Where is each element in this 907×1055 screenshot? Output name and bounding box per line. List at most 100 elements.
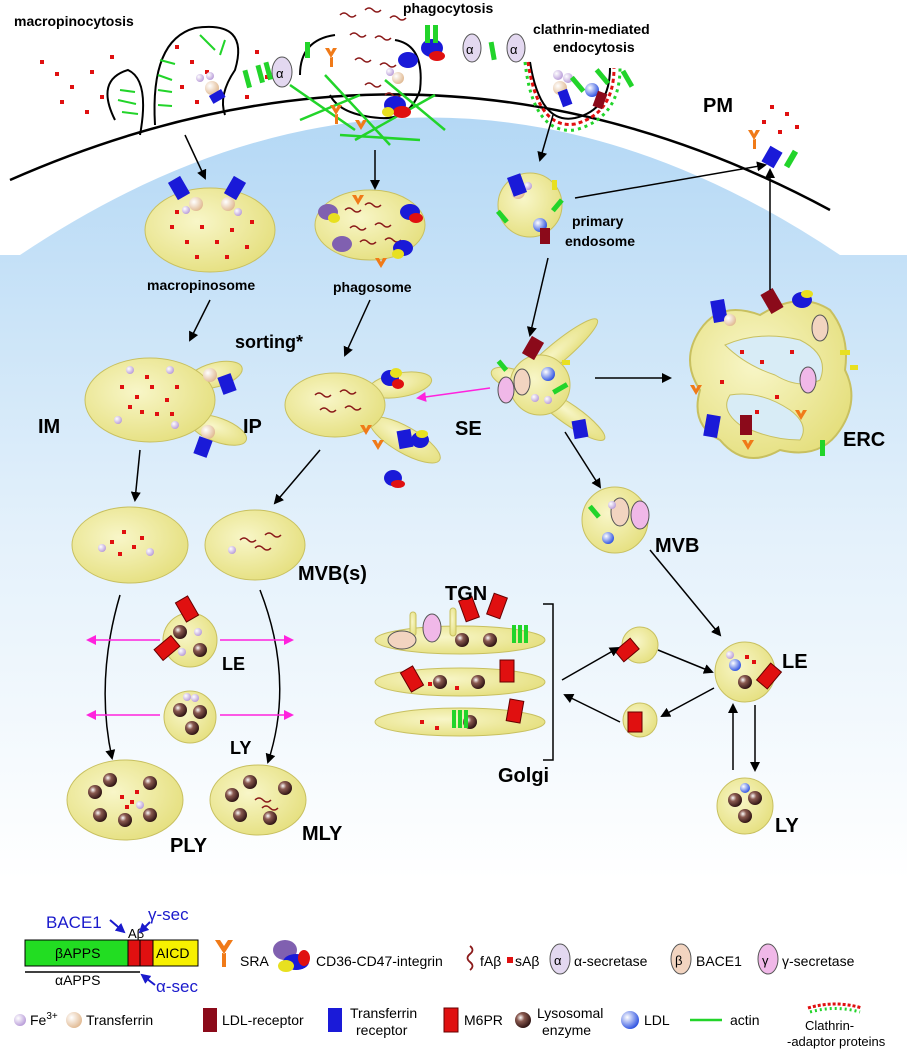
legend-cd36: CD36-CD47-integrin [316,953,443,969]
legend-tfr-2: receptor [356,1022,408,1038]
label-im: IM [38,416,60,438]
label-macropinosome: macropinosome [147,277,255,293]
legend-glyph-alpha: α [554,953,562,968]
gamma-secretase-icon [757,943,779,975]
label-clathrin-2: endocytosis [553,39,635,55]
lysosomal-enzyme-icon [515,1012,531,1028]
cytoplasm [0,117,907,880]
erc-compartment [689,287,858,459]
label-macropinocytosis: macropinocytosis [14,13,134,29]
m6pr-icon [443,1007,459,1033]
label-ip: IP [243,416,262,438]
label-tgn: TGN [445,583,487,605]
bace1-icon [670,943,692,975]
pm-recycled [748,105,799,169]
app-processing-diagram: BACE1 γ-sec Aβ βAPPS AICD αAPPS α-sec [24,905,199,996]
app-aicd-text: AICD [156,945,189,961]
label-primary-1: primary [572,213,624,229]
legend-glyph-beta: β [675,953,682,968]
magenta-arrows [86,387,491,720]
legend-g-sec: γ-secretase [782,953,855,969]
legend-clathrin-2: -adaptor proteins [787,1034,886,1049]
app-gsec-label: γ-sec [148,905,189,924]
legend-sra: SRA [240,953,269,969]
transferrin-receptor-icon [328,1008,342,1032]
label-primary-2: endosome [565,233,635,249]
legend-clathrin-1: Clathrin- [805,1018,854,1033]
legend-lyso-1: Lysosomal [537,1005,603,1021]
ldl-receptor-icon [203,1008,217,1032]
legend-sab: sAβ [515,953,539,969]
svg-text:α: α [510,42,518,57]
legend-fab: fAβ [480,953,501,969]
cd36-icon [273,940,310,972]
app-betaapps-segment [24,939,129,967]
alpha-secretase-icon [549,943,571,975]
legend-lyso-2: enzyme [542,1022,591,1038]
app-abeta-label: Aβ [128,926,144,941]
se-compartment [490,318,606,441]
legend-a-sec: α-secretase [574,953,648,969]
label-sorting: sorting* [235,332,303,352]
clathrin-icon [807,1002,863,1014]
primary-endosome [495,172,564,244]
sra-icon [215,940,233,967]
label-clathrin-1: clathrin-mediated [533,21,650,37]
im-compartment [84,357,247,458]
golgi-stack [374,592,554,761]
legend-actin: actin [730,1012,760,1028]
legend-fe3-sup: 3+ [46,1011,58,1022]
membrane-proteins: α α α [242,25,526,89]
app-asec-label: α-sec [156,977,198,996]
left-mvb-pair [71,506,306,584]
label-phagocytosis: phagocytosis [403,0,493,16]
fe3-icon [14,1014,26,1026]
label-se: SE [455,418,482,440]
svg-text:α: α [466,42,474,57]
app-betaapps-text: βAPPS [55,945,100,961]
legend-glyph-gamma: γ [762,953,769,968]
left-le-ly [153,595,218,744]
legend-row-1: SRA CD36-CD47-integrin fAβ sAβ α α-secre… [215,940,855,975]
ldl-icon [621,1011,639,1029]
label-erc: ERC [843,429,885,451]
svg-text:α: α [276,66,284,81]
label-phagosome: phagosome [333,279,412,295]
fab-icon [466,945,474,971]
legend-m6pr: M6PR [464,1012,503,1028]
label-ly-left: LY [230,738,251,758]
phagocytosis-cup [289,7,446,146]
label-mly: MLY [302,823,343,845]
arrows [104,114,775,772]
clathrin-pit [523,61,635,132]
legend-fe3: Fe3+ [30,1011,58,1028]
app-alphaapps-text: αAPPS [55,972,100,988]
right-transport-vesicles [614,626,783,835]
legend-bace1: BACE1 [696,953,742,969]
label-le-right: LE [782,651,808,673]
label-mvb: MVB [655,535,699,557]
label-golgi: Golgi [498,765,549,787]
ip-compartment [284,368,441,488]
legend-ldl: LDL [644,1012,670,1028]
macropinosome [144,175,276,273]
right-mvb [581,486,650,554]
legend-ldlr: LDL-receptor [222,1012,304,1028]
legend-row-2: Fe3+ Transferrin LDL-receptor Transferri… [14,1002,886,1049]
macropinocytosis-ruffles [40,25,269,136]
legend-tfr-1: Transferrin [350,1005,417,1021]
transferrin-icon [66,1012,82,1028]
label-ply: PLY [170,835,208,857]
app-bace1-label: BACE1 [46,913,102,932]
legend-transferrin: Transferrin [86,1012,153,1028]
plasma-membrane [9,93,831,212]
label-ly-right: LY [775,815,799,837]
phagosome [314,189,426,268]
sab-icon [507,957,513,963]
app-aicd-segment [152,939,199,967]
ply-mly [66,759,307,841]
label-pm: PM [703,95,733,117]
label-mvbs: MVB(s) [298,563,367,585]
